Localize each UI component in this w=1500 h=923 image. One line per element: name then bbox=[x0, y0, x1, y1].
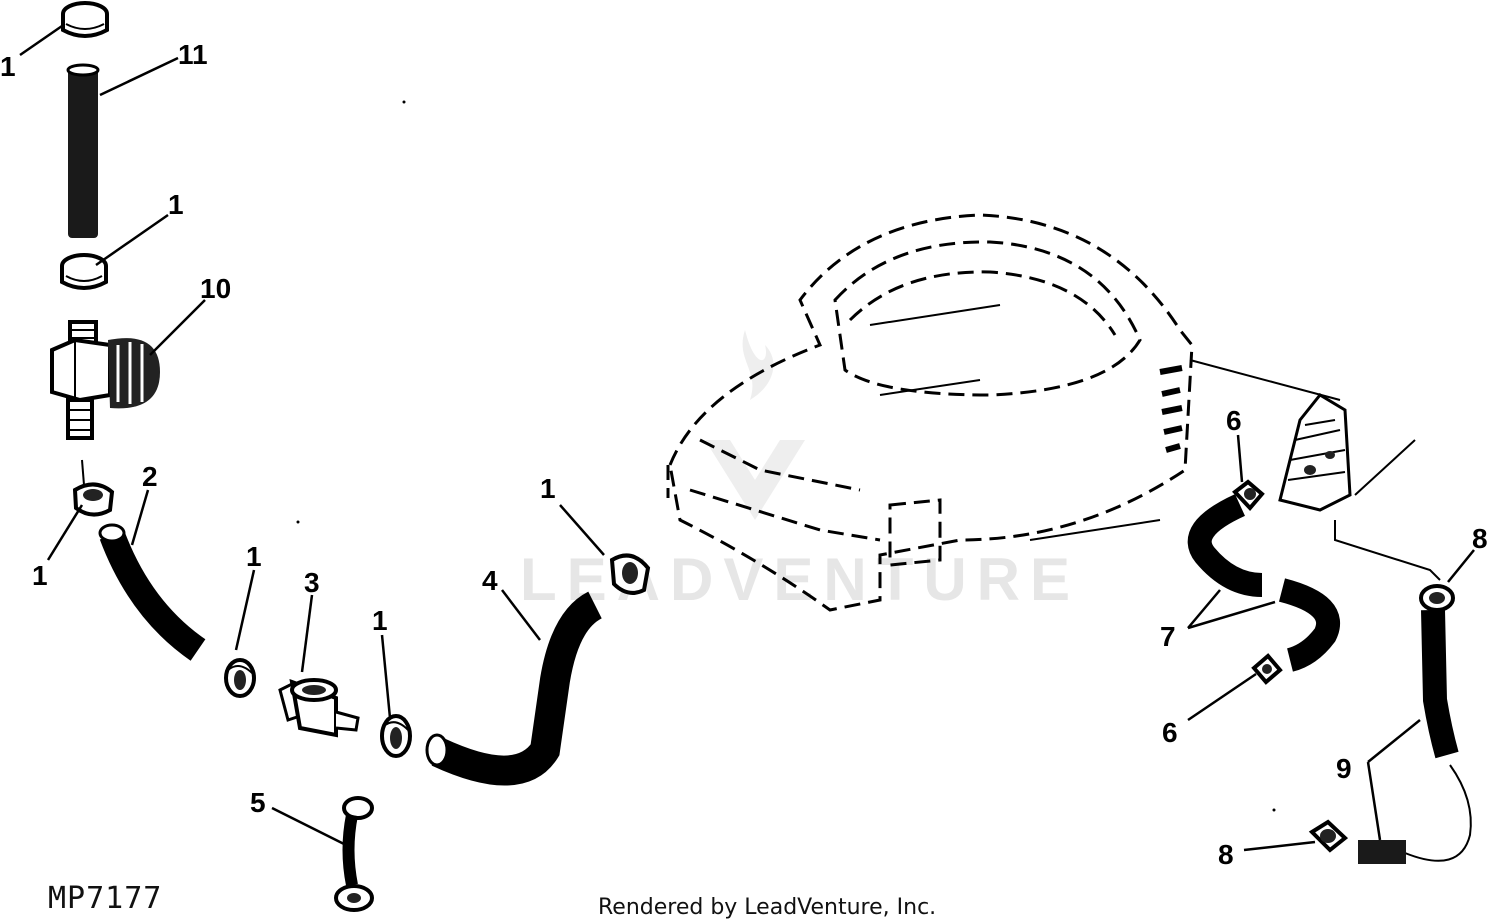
speck bbox=[402, 100, 406, 104]
callout-1: 1 bbox=[168, 189, 184, 220]
hose-clamp-lower bbox=[72, 459, 115, 517]
callout-2: 2 bbox=[142, 461, 158, 492]
callout-10: 10 bbox=[200, 273, 231, 304]
callout-11: 11 bbox=[178, 39, 208, 70]
callout-1: 1 bbox=[0, 51, 16, 82]
fuel-hose-4 bbox=[431, 591, 603, 786]
hose-clamp-filter-out bbox=[380, 714, 412, 758]
callout-8: 8 bbox=[1218, 839, 1234, 870]
fuel-filter bbox=[278, 678, 360, 738]
callout-4: 4 bbox=[482, 565, 498, 596]
callout-1: 1 bbox=[372, 605, 388, 636]
callout-7: 7 bbox=[1160, 621, 1176, 652]
hose-clamp-right-lower bbox=[1308, 819, 1349, 853]
callout-1: 1 bbox=[540, 473, 556, 504]
fuel-hose-9 bbox=[1421, 609, 1459, 759]
callout-6: 6 bbox=[1226, 405, 1242, 436]
callout-5: 5 bbox=[250, 787, 266, 818]
speck bbox=[1272, 808, 1276, 812]
leader-lines bbox=[19, 24, 1475, 852]
watermark-text: LEADVENTURE bbox=[520, 546, 1080, 613]
callout-labels: 1 11 1 10 1 2 1 3 1 4 1 5 6 7 6 8 9 8 bbox=[0, 39, 1488, 870]
hose-fitting-lower bbox=[1251, 653, 1283, 685]
speck bbox=[296, 520, 300, 524]
callout-1: 1 bbox=[32, 560, 48, 591]
hose-clamp-top bbox=[61, 1, 109, 38]
hose-clamp-filter-in bbox=[224, 658, 256, 698]
reference-code: MP7177 bbox=[48, 881, 162, 916]
fuel-hose-9-segment bbox=[1358, 840, 1406, 864]
fuel-hose-2 bbox=[99, 530, 206, 661]
engine-blower-housing bbox=[666, 213, 1341, 612]
hose-clamp-mid bbox=[60, 253, 108, 290]
fuel-hose-7-lower bbox=[1278, 578, 1340, 672]
callout-9: 9 bbox=[1336, 753, 1352, 784]
hose-clamp-hose4-end bbox=[609, 553, 651, 595]
callout-8: 8 bbox=[1472, 523, 1488, 554]
hose-clamp-right-upper bbox=[1419, 584, 1455, 612]
hose-fitting-upper bbox=[1232, 479, 1265, 511]
fuel-pump bbox=[1278, 393, 1441, 581]
fuel-line-tube bbox=[66, 63, 100, 238]
callout-3: 3 bbox=[304, 567, 320, 598]
render-credit: Rendered by LeadVenture, Inc. bbox=[598, 895, 936, 920]
fuel-shutoff-valve bbox=[50, 320, 160, 440]
hose-retainer-clip bbox=[334, 796, 374, 912]
watermark: LEADVENTURE bbox=[520, 330, 1080, 613]
callout-1: 1 bbox=[246, 541, 262, 572]
callout-6: 6 bbox=[1162, 717, 1178, 748]
fuel-hose-7-upper bbox=[1187, 494, 1263, 597]
